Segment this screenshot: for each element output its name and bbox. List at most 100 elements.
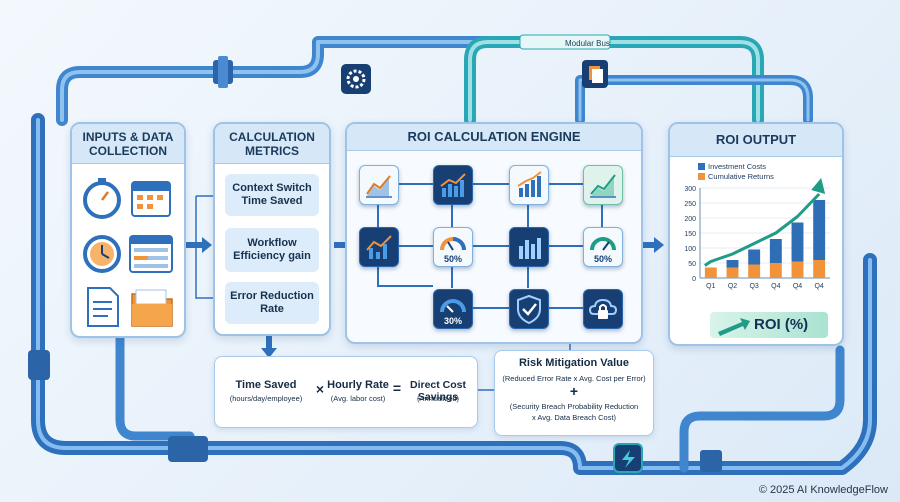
engine-node-area-chart: [359, 165, 399, 205]
engine-node-gauge-1: 50%: [433, 227, 473, 267]
stopwatch-icon: [83, 178, 121, 219]
trend-line: [704, 192, 821, 267]
bar-investment: [704, 267, 717, 278]
cost-savings-formula: Time Saved (hours/day/employee) × Hourly…: [214, 356, 478, 428]
legend-label-investment: Investment Costs: [708, 162, 766, 171]
risk-line3: x Avg. Data Breach Cost): [531, 413, 617, 422]
metrics-panel-title: CALCULATION METRICS: [215, 124, 329, 164]
bar-investment: [791, 261, 804, 278]
up-arrow-icon: [718, 318, 750, 336]
y-tick-label: 200: [684, 216, 696, 223]
y-tick-label: 100: [684, 246, 696, 253]
term-time-saved-sub: (hours/day/employee): [229, 394, 303, 403]
output-panel: ROI OUTPUT Investment Costs Cumulative R…: [668, 122, 844, 346]
document-icon: [87, 287, 119, 327]
x-tick-label: Q3: [749, 283, 758, 290]
risk-title: Risk Mitigation Value: [518, 357, 630, 369]
engine-node-line-chart: [359, 227, 399, 267]
shield-check-icon: [517, 294, 541, 325]
inputs-panel: INPUTS & DATA COLLECTION: [70, 122, 186, 338]
roi-chart: Investment Costs Cumulative Returns 0 50 1…: [684, 162, 830, 290]
metric-context-switch-line1: Context Switch: [232, 182, 312, 194]
term-time-saved: Time Saved: [235, 379, 297, 391]
bus-label: Modular Bus: [565, 39, 610, 48]
risk-mitigation-formula: Risk Mitigation Value (Reduced Error Rat…: [494, 350, 654, 436]
bar-returns: [748, 249, 761, 265]
engine-node-shield: [509, 289, 549, 329]
roi-badge-label: ROI (%): [754, 316, 809, 333]
roi-badge: ROI (%): [710, 312, 828, 338]
engine-connections: [377, 183, 603, 309]
legend-swatch-returns: [698, 173, 705, 180]
metric-workflow-line2: Efficiency gain: [233, 250, 311, 262]
bar-returns: [769, 239, 782, 263]
chart-legend: Investment Costs Cumulative Returns: [698, 162, 774, 181]
multiply-sign: ×: [315, 381, 325, 397]
x-tick-label: Q4: [814, 283, 823, 290]
engine-panel: ROI CALCULATION ENGINE: [345, 122, 643, 344]
bar-returns: [813, 200, 826, 260]
y-tick-label: 300: [684, 186, 696, 193]
engine-panel-title: ROI CALCULATION ENGINE: [347, 124, 641, 151]
cloud-lock-icon: [588, 298, 618, 319]
risk-line1: (Reduced Error Rate x Avg. Cost per Erro…: [502, 374, 646, 383]
x-tick-label: Q4: [793, 283, 802, 290]
engine-node-gauge-3: 30%: [433, 289, 473, 329]
risk-line2: (Security Breach Probability Reduction: [509, 402, 639, 411]
equals-sign: =: [392, 380, 402, 396]
calendar-icon: [131, 181, 171, 217]
metrics-title-line1: CALCULATION: [229, 130, 315, 144]
bar-investment: [748, 264, 761, 278]
spreadsheet-icon: [129, 235, 173, 273]
metric-error-line2: Rate: [260, 303, 284, 315]
term-hourly-rate-sub: (Avg. labor cost): [330, 394, 386, 403]
inputs-title-line2: COLLECTION: [89, 144, 167, 158]
metric-error-line1: Error Reduction: [230, 290, 314, 302]
gauge-3-value: 30%: [443, 316, 462, 326]
footer-copyright: © 2025 AI KnowledgeFlow: [758, 484, 888, 496]
metric-context-switch-line2: Time Saved: [241, 195, 303, 207]
copy-icon: [582, 60, 608, 88]
y-tick-label: 0: [692, 276, 696, 283]
metrics-title-line2: METRICS: [245, 144, 299, 158]
bar-investment: [813, 260, 826, 278]
gauge-1-value: 50%: [443, 254, 462, 264]
bar-returns: [726, 260, 739, 268]
engine-node-teal-chart: [583, 165, 623, 205]
y-tick-label: 150: [684, 231, 696, 238]
bar-investment: [769, 263, 782, 278]
plus-sign: +: [569, 383, 579, 399]
clock-icon: [83, 235, 121, 273]
gear-icon: [341, 64, 371, 94]
bar-investment: [726, 267, 739, 278]
lightning-icon: [613, 443, 643, 473]
legend-label-returns: Cumulative Returns: [708, 172, 774, 181]
y-tick-label: 250: [684, 201, 696, 208]
engine-node-bar-chart: [509, 165, 549, 205]
output-panel-title: ROI OUTPUT: [670, 124, 842, 157]
result-direct-cost-savings-sub: (Annualized): [416, 394, 460, 403]
inputs-panel-title: INPUTS & DATA COLLECTION: [72, 124, 184, 164]
x-tick-label: Q4: [771, 283, 780, 290]
result-direct-cost-savings: Direct Cost Savings: [409, 379, 466, 403]
metric-workflow-line1: Workflow: [247, 237, 297, 249]
engine-node-growth-chart: [433, 165, 473, 205]
folder-icon: [131, 289, 173, 327]
bar-returns: [791, 222, 804, 262]
x-tick-label: Q1: [706, 283, 715, 290]
y-tick-label: 50: [688, 261, 696, 268]
engine-node-lock: [583, 289, 623, 329]
engine-node-gauge-2: 50%: [583, 227, 623, 267]
trend-arrowhead: [811, 178, 826, 194]
inputs-title-line1: INPUTS & DATA: [82, 130, 174, 144]
x-tick-label: Q2: [728, 283, 737, 290]
gauge-2-value: 50%: [593, 254, 612, 264]
legend-swatch-investment: [698, 163, 705, 170]
term-hourly-rate: Hourly Rate: [327, 379, 389, 391]
